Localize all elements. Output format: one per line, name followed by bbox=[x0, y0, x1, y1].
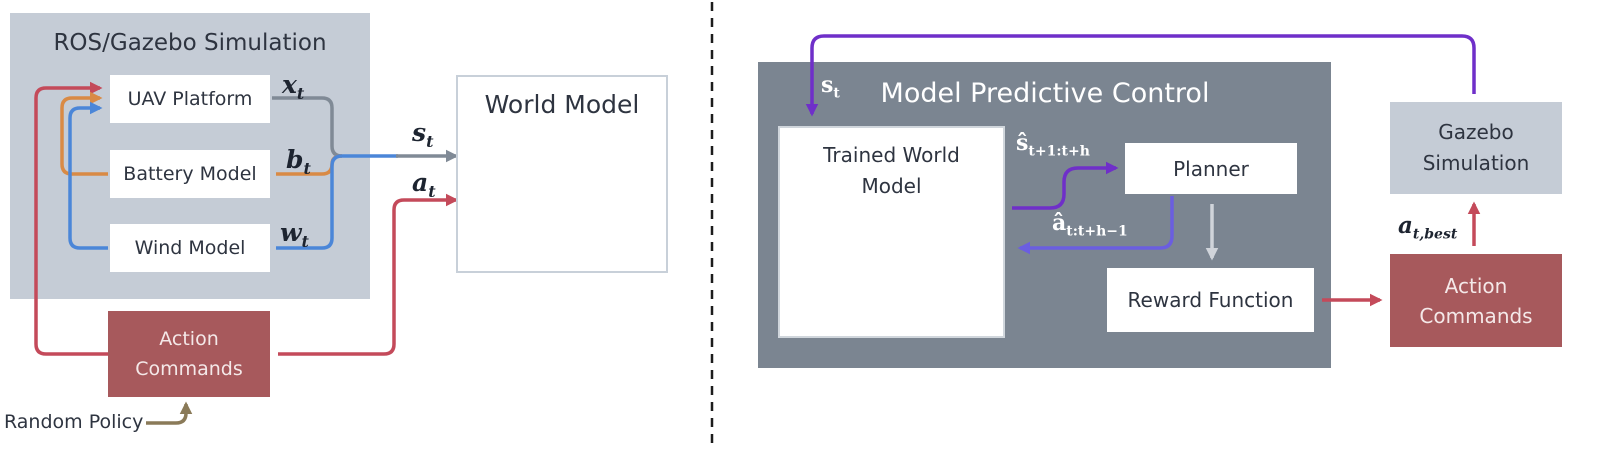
uav-platform-box: UAV Platform bbox=[110, 75, 270, 123]
ros-gazebo-title: ROS/Gazebo Simulation bbox=[53, 30, 327, 56]
action-to-world-model-arrow bbox=[278, 193, 459, 356]
random-policy-label: Random Policy bbox=[4, 411, 144, 433]
wind-model-box: Wind Model bbox=[110, 224, 270, 272]
a-t-best-label: at,best bbox=[1398, 212, 1458, 243]
gazebo-to-model-arrow bbox=[805, 34, 1476, 117]
model-to-planner-arrow bbox=[1012, 161, 1119, 210]
planner-to-model-arrow bbox=[1017, 196, 1174, 255]
b-t-label: bt bbox=[286, 145, 311, 178]
world-model-title: World Model bbox=[484, 90, 640, 119]
w-t-label: wt bbox=[280, 218, 309, 251]
battery-to-uav-arrow bbox=[60, 91, 108, 176]
random-policy-arrow bbox=[146, 401, 193, 425]
s-t-mpc-label: st bbox=[821, 72, 840, 102]
battery-model-box: Battery Model bbox=[110, 150, 270, 198]
trained-world-model-box bbox=[778, 126, 1005, 338]
x-t-label: xt bbox=[282, 70, 305, 103]
s-t-label: st bbox=[412, 118, 434, 151]
s-hat-label: ŝt+1:t+h bbox=[1016, 130, 1090, 160]
wind-to-uav-arrow bbox=[68, 101, 108, 250]
world-model-box bbox=[456, 75, 668, 273]
action-to-uav-arrow bbox=[34, 81, 108, 356]
planner-box: Planner bbox=[1125, 143, 1297, 194]
a-t-label: at bbox=[412, 168, 436, 201]
reward-function-box: Reward Function bbox=[1107, 268, 1314, 332]
mpc-title: Model Predictive Control bbox=[880, 78, 1210, 109]
a-hat-label: ât:t+h−1 bbox=[1052, 210, 1128, 240]
x-line bbox=[272, 96, 343, 158]
w-line bbox=[276, 154, 398, 250]
